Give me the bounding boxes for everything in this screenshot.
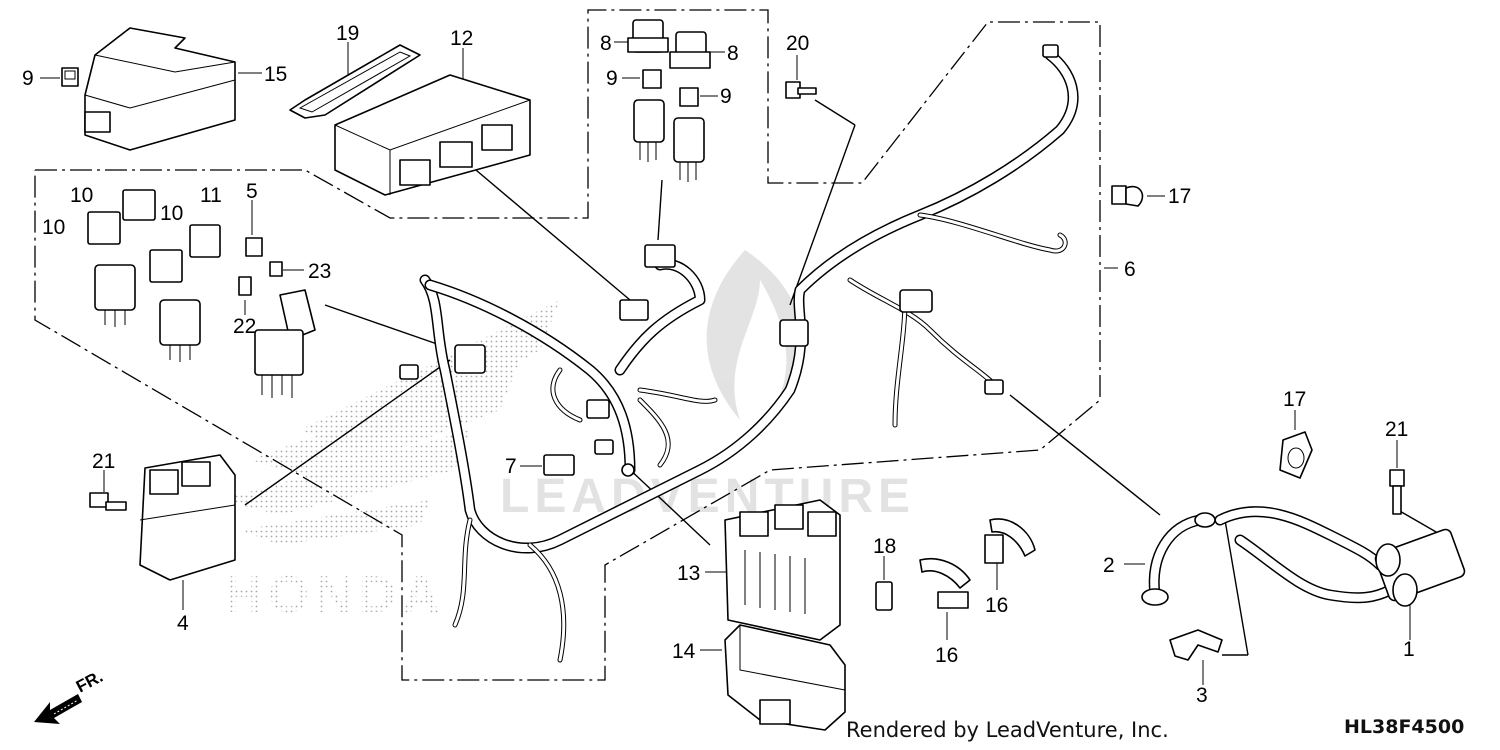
part-4-module bbox=[139, 454, 236, 581]
part-19-gasket bbox=[289, 44, 421, 119]
callout-12: 12 bbox=[450, 27, 473, 50]
callout-16: 16 bbox=[935, 644, 958, 667]
part-16-band-a bbox=[919, 558, 971, 609]
relay-sockets-left bbox=[94, 264, 201, 362]
callout-22: 22 bbox=[233, 315, 256, 338]
part-21-bolt-left bbox=[89, 492, 127, 511]
callout-9: 9 bbox=[720, 85, 732, 108]
callout-18: 18 bbox=[873, 535, 896, 558]
callout-17: 17 bbox=[1283, 388, 1306, 411]
callout-1: 1 bbox=[1403, 638, 1415, 661]
callout-2: 2 bbox=[1103, 554, 1115, 577]
callout-20: 20 bbox=[786, 32, 809, 55]
drawing-code: HL38F4500 bbox=[1344, 716, 1465, 738]
part-5-fuse bbox=[245, 237, 263, 257]
callout-5: 5 bbox=[246, 180, 258, 203]
callout-17: 17 bbox=[1168, 185, 1191, 208]
honda-logo-text: HONDA bbox=[225, 566, 446, 624]
part-22-fuse bbox=[238, 276, 252, 296]
callout-13: 13 bbox=[677, 562, 700, 585]
callout-labels: 9 15 19 12 8 8 9 9 20 17 6 10 10 10 11 5… bbox=[22, 22, 1415, 707]
callout-16: 16 bbox=[985, 594, 1008, 617]
part-9-socket-b bbox=[679, 87, 699, 107]
callout-19: 19 bbox=[336, 22, 359, 45]
callout-6: 6 bbox=[1124, 258, 1136, 281]
part-15-fuse-box-cover bbox=[84, 27, 236, 151]
part-3-cap bbox=[1169, 629, 1223, 661]
part-17-clamp-right bbox=[1279, 431, 1313, 479]
part-18-clip bbox=[875, 581, 893, 611]
part-16-band-b bbox=[984, 518, 1036, 564]
honda-logo-watermark: HONDA bbox=[220, 300, 560, 624]
relay-connectors bbox=[633, 99, 705, 182]
part-20-bolt bbox=[785, 81, 817, 99]
part-2-boot bbox=[1141, 512, 1216, 606]
leadventure-watermark: LEADVENTURE bbox=[500, 250, 915, 523]
front-arrow-icon bbox=[34, 694, 82, 724]
part-17-clamp-top bbox=[1111, 185, 1144, 207]
callout-21: 21 bbox=[92, 450, 115, 473]
part-23-fuse bbox=[269, 261, 283, 277]
callout-3: 3 bbox=[1196, 684, 1208, 707]
callout-10: 10 bbox=[70, 184, 93, 207]
callout-23: 23 bbox=[308, 260, 331, 283]
part-1-ignition-coil bbox=[1214, 506, 1466, 607]
callout-9: 9 bbox=[606, 67, 618, 90]
callout-10: 10 bbox=[42, 216, 65, 239]
callout-7: 7 bbox=[505, 455, 517, 478]
callout-8: 8 bbox=[600, 32, 612, 55]
part-10-relay-a bbox=[87, 211, 121, 245]
part-9-socket-a bbox=[642, 69, 662, 89]
part-12-control-unit bbox=[334, 74, 531, 196]
part-13-ecu bbox=[724, 499, 841, 641]
watermark-text: LEADVENTURE bbox=[500, 470, 915, 523]
part-21-bolt-right bbox=[1389, 469, 1405, 515]
callout-9: 9 bbox=[22, 67, 34, 90]
callout-8: 8 bbox=[727, 42, 739, 65]
part-6-main-harness bbox=[399, 44, 1079, 663]
part-8-relay-b bbox=[669, 31, 711, 69]
callout-14: 14 bbox=[672, 640, 696, 663]
part-10-relay-c bbox=[149, 249, 183, 283]
callout-4: 4 bbox=[177, 612, 189, 635]
callout-10: 10 bbox=[160, 202, 183, 225]
fuse-block bbox=[254, 289, 316, 398]
part-10-relay-b bbox=[122, 189, 156, 221]
callout-11: 11 bbox=[200, 184, 222, 207]
part-14-ecu-tray bbox=[724, 624, 846, 731]
render-credit: Rendered by LeadVenture, Inc. bbox=[846, 718, 1169, 742]
callout-21: 21 bbox=[1385, 418, 1408, 441]
part-9-clip bbox=[61, 67, 79, 87]
part-7-connector bbox=[543, 454, 575, 476]
part-11-relay bbox=[189, 224, 221, 258]
group-outlines bbox=[34, 9, 1101, 681]
callout-15: 15 bbox=[264, 63, 287, 86]
part-8-relay-a bbox=[627, 19, 669, 53]
